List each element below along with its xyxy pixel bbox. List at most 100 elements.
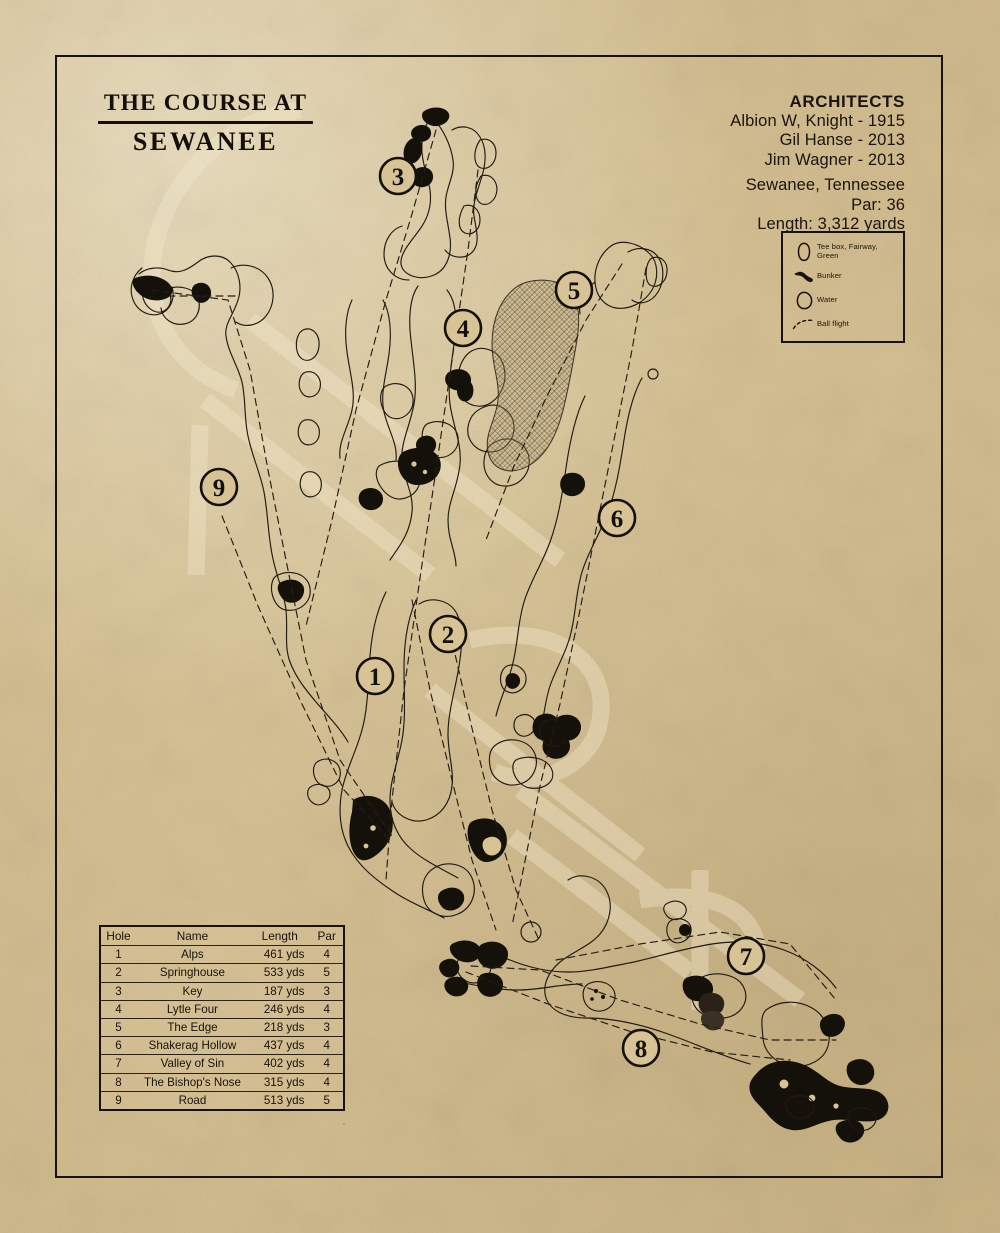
architect-entry-2: Gil Hanse - 2013 — [779, 131, 905, 149]
title-line-1: THE COURSE AT — [103, 90, 308, 116]
cell-length: 533 yds — [249, 963, 311, 983]
legend-label-water: Water — [817, 294, 838, 304]
table-row: 5 The Edge 218 yds 3 — [101, 1018, 343, 1038]
cell-hole: 8 — [101, 1073, 136, 1092]
cell-par: 4 — [310, 945, 343, 965]
cell-name: Shakerag Hollow — [135, 1036, 250, 1056]
svg-text:9: 9 — [213, 475, 226, 502]
cell-length: 513 yds — [263, 1093, 305, 1107]
architects-heading: ARCHITECTS — [789, 92, 905, 111]
cell-par: 4 — [310, 1054, 343, 1074]
cell-length: 218 yds — [249, 1018, 311, 1038]
architects-block: ARCHITECTS Albion W, Knight - 1915 Gil H… — [730, 92, 905, 235]
svg-text:1: 1 — [369, 664, 382, 691]
cell-hole: 9 — [115, 1093, 122, 1107]
table-row: 7 Valley of Sin 402 yds 4 — [101, 1054, 343, 1074]
course-par: Par: 36 — [851, 195, 905, 214]
cell-name: Valley of Sin — [135, 1054, 250, 1074]
hole-marker-6: 6 — [597, 498, 637, 538]
table-row: 3 Key 187 yds 3 — [101, 982, 343, 1001]
water-icon — [791, 291, 817, 310]
column-header-name: Name — [135, 927, 250, 947]
hole-marker-7: 7 — [726, 936, 766, 976]
table-row: 2 Springhouse 533 yds 5 — [101, 963, 343, 983]
table-row: 6 Shakerag Hollow 437 yds 4 — [101, 1036, 343, 1056]
legend-item-bunker: Bunker — [791, 264, 897, 288]
cell-hole: 6 — [101, 1036, 136, 1056]
hole-marker-2: 2 — [428, 614, 468, 654]
hole-marker-1: 1 — [355, 656, 395, 696]
cell-name: Alps — [135, 945, 250, 965]
cell-hole: 5 — [101, 1018, 136, 1038]
column-header-length: Length — [249, 927, 311, 947]
hole-6-features — [495, 377, 643, 739]
svg-text:5: 5 — [568, 278, 581, 305]
course-location: Sewanee, Tennessee — [745, 176, 905, 194]
cell-name: Road — [178, 1093, 207, 1107]
scorecard-table: Hole Name Length Par 1 Alps 461 yds 4 2 … — [99, 925, 345, 1111]
hole-marker-8: 8 — [621, 1028, 661, 1068]
cell-par: 3 — [310, 982, 343, 1001]
legend-item-tee-fairway-green: Tee box, Fairway, Green — [791, 240, 897, 264]
cell-hole: 3 — [101, 982, 136, 1001]
cell-name: Key — [135, 982, 250, 1001]
cell-length: 315 yds — [249, 1073, 311, 1092]
cell-length: 246 yds — [249, 1000, 311, 1019]
table-row: 9 Road 513 yds 5 — [101, 1091, 343, 1109]
table-row: 8 The Bishop's Nose 315 yds 4 — [101, 1073, 343, 1092]
cell-name: Lytle Four — [135, 1000, 250, 1019]
hole-9-features — [130, 255, 349, 743]
table-row: 4 Lytle Four 246 yds 4 — [101, 1000, 343, 1019]
cell-name: Springhouse — [135, 963, 250, 983]
hole-7-8-features — [343, 875, 889, 1143]
cell-length: 187 yds — [249, 982, 311, 1001]
svg-text:2: 2 — [442, 622, 455, 649]
cell-par: 5 — [323, 1093, 330, 1107]
legend-label-ball-flight: Ball flight — [817, 318, 849, 328]
cell-par: 5 — [310, 963, 343, 983]
cell-hole: 7 — [101, 1054, 136, 1074]
bunker-icon — [791, 270, 817, 283]
hole-marker-3: 3 — [378, 156, 418, 196]
svg-text:3: 3 — [392, 164, 405, 191]
cell-hole: 1 — [101, 945, 136, 965]
hole-marker-5: 5 — [554, 270, 594, 310]
cell-par: 4 — [310, 1000, 343, 1019]
title-line-2: SEWANEE — [132, 127, 279, 157]
cell-par: 4 — [310, 1036, 343, 1056]
svg-text:4: 4 — [457, 316, 470, 343]
architect-entry-1: Albion W, Knight - 1915 — [730, 111, 905, 130]
svg-text:7: 7 — [740, 944, 753, 971]
legend-item-water: Water — [791, 288, 897, 312]
cell-name: The Edge — [135, 1018, 250, 1038]
tee-fairway-green-icon — [791, 242, 817, 262]
legend-label-bunker: Bunker — [817, 270, 842, 280]
cell-length: 437 yds — [249, 1036, 311, 1056]
hole-marker-9: 9 — [199, 467, 239, 507]
svg-text:6: 6 — [611, 506, 624, 533]
ball-flight-lines — [150, 129, 837, 1061]
course-length: Length: 3,312 yards — [757, 215, 905, 233]
cell-par: 3 — [310, 1018, 343, 1038]
cell-length: 461 yds — [249, 945, 311, 965]
svg-text:8: 8 — [635, 1036, 648, 1063]
hole-number-markers: 1 2 3 4 5 6 7 8 9 — [199, 156, 766, 1068]
cell-length: 402 yds — [249, 1054, 311, 1074]
hole-1-2-features — [307, 591, 582, 919]
legend-item-ball-flight: Ball flight — [791, 312, 897, 336]
architect-entry-3: Jim Wagner - 2013 — [764, 150, 905, 169]
cell-par: 4 — [310, 1073, 343, 1092]
column-header-par: Par — [310, 927, 343, 947]
column-header-hole: Hole — [101, 927, 136, 947]
hole-marker-4: 4 — [443, 308, 483, 348]
map-legend: Tee box, Fairway, Green Bunker Water — [781, 231, 905, 343]
cell-hole: 4 — [101, 1000, 136, 1019]
table-row: 1 Alps 461 yds 4 — [101, 945, 343, 965]
title-divider-rule — [98, 121, 313, 125]
cell-name: The Bishop's Nose — [135, 1073, 250, 1092]
hole-3-features — [383, 107, 498, 281]
legend-label-tee-fairway-green: Tee box, Fairway, Green — [817, 242, 878, 260]
cell-hole: 2 — [101, 963, 136, 983]
poster-title: THE COURSE AT SEWANEE — [98, 90, 313, 157]
